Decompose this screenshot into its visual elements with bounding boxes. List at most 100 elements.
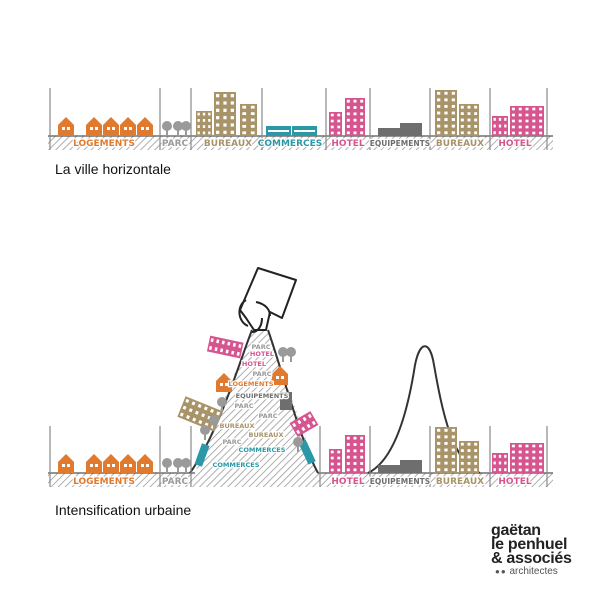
window: [223, 123, 227, 127]
window: [346, 462, 350, 465]
window: [451, 104, 455, 108]
window: [444, 98, 448, 102]
shop: [298, 439, 316, 465]
zone-label-commerces: COMMERCES: [239, 446, 286, 454]
window: [518, 456, 522, 460]
window: [539, 468, 543, 472]
window: [186, 415, 190, 420]
window: [525, 131, 529, 135]
window: [539, 450, 543, 454]
zone-label-hotel: HOTEL: [331, 139, 364, 149]
window: [360, 455, 364, 459]
window: [460, 455, 464, 459]
window: [202, 125, 206, 128]
logo-line-4: ●● architectes: [491, 566, 572, 578]
window: [141, 127, 144, 130]
window: [311, 420, 316, 426]
zone-label-bureaux: BUREAUX: [219, 422, 254, 430]
window: [360, 99, 364, 103]
window: [444, 461, 448, 465]
window: [498, 117, 502, 121]
window: [353, 455, 357, 459]
tree-crown: [278, 347, 288, 357]
window: [231, 350, 235, 355]
window: [511, 444, 515, 448]
window: [444, 455, 448, 459]
window: [330, 462, 334, 466]
tree-crown: [293, 437, 303, 447]
window: [221, 340, 225, 345]
window: [493, 124, 496, 128]
window: [353, 125, 357, 128]
window: [437, 455, 441, 459]
window: [539, 107, 543, 111]
window: [223, 130, 227, 134]
zone-label-equipements: EQUIPEMENTS: [370, 139, 430, 148]
window: [360, 112, 364, 116]
window: [474, 461, 478, 465]
window: [444, 428, 448, 432]
window: [223, 116, 227, 120]
window: [498, 454, 502, 458]
window: [474, 105, 478, 109]
window: [202, 112, 206, 116]
zone-label-parc: PARC: [162, 477, 189, 487]
window: [498, 461, 502, 465]
window: [330, 131, 334, 135]
window: [467, 468, 471, 472]
tree-trunk: [204, 434, 206, 440]
tree-trunk: [282, 356, 284, 362]
caption-ville-horizontale: La ville horizontale: [55, 161, 171, 177]
window: [197, 112, 200, 116]
buildings: [58, 427, 544, 473]
zone-label-bureaux: BUREAUX: [436, 139, 484, 149]
window: [360, 436, 364, 440]
zone-dividers: [49, 88, 548, 150]
window: [107, 464, 110, 467]
window: [208, 131, 211, 135]
window: [236, 351, 240, 356]
window: [504, 468, 507, 472]
window: [129, 464, 132, 467]
window: [129, 127, 132, 130]
window: [360, 468, 364, 472]
zone-label-parc: PARC: [252, 370, 271, 378]
lifted-ground-hatch: [195, 330, 318, 473]
window: [444, 111, 448, 115]
window: [210, 338, 214, 343]
window: [437, 98, 441, 102]
window: [210, 408, 214, 413]
tree-crown: [162, 121, 172, 131]
hand-icon: [238, 267, 297, 333]
window: [437, 111, 441, 115]
window: [346, 443, 350, 446]
window: [346, 118, 350, 122]
window: [353, 436, 357, 440]
window: [242, 118, 247, 122]
house: [120, 454, 136, 473]
building: [214, 92, 236, 136]
window: [353, 468, 357, 472]
window: [525, 119, 529, 123]
stacked-tree-3: [200, 415, 219, 440]
window: [214, 347, 218, 352]
window: [511, 125, 515, 129]
house: [86, 454, 102, 473]
window: [532, 456, 536, 460]
window: [518, 107, 522, 111]
window: [230, 101, 234, 105]
building: [206, 335, 244, 359]
tree-trunk: [166, 130, 168, 136]
shop-band: [294, 130, 315, 132]
window: [511, 119, 515, 123]
window: [451, 98, 455, 102]
zone-label-commerces: COMMERCES: [258, 139, 322, 149]
window: [67, 464, 70, 467]
window: [353, 449, 357, 453]
window: [353, 112, 357, 116]
zone-label-hotel: HOTEL: [242, 360, 266, 368]
